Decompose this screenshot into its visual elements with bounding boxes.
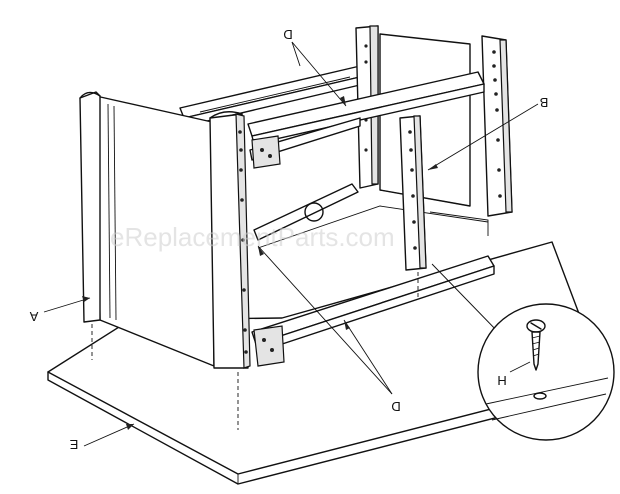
leader-lines — [43, 41, 539, 447]
detail-marker-circle — [304, 202, 324, 222]
label-d-top: D — [283, 27, 292, 42]
label-a: A — [29, 309, 38, 324]
watermark: eReplacementParts.com — [110, 222, 395, 252]
lower-rear-rail — [253, 183, 359, 241]
label-h: H — [497, 373, 506, 388]
screw-detail-inset — [431, 263, 615, 441]
front-left-upright — [209, 111, 251, 369]
label-e: E — [69, 437, 78, 452]
label-b: B — [540, 95, 549, 110]
rear-panel — [379, 33, 471, 207]
shelf-surface — [257, 205, 489, 249]
left-side-panel-a — [79, 91, 215, 367]
middle-rail — [249, 117, 361, 169]
screw-h-icon — [526, 319, 546, 371]
front-right-upright — [399, 115, 427, 271]
bottom-front-rail — [251, 255, 495, 367]
label-d-bottom: D — [391, 399, 400, 414]
rear-upright-right — [481, 35, 513, 217]
